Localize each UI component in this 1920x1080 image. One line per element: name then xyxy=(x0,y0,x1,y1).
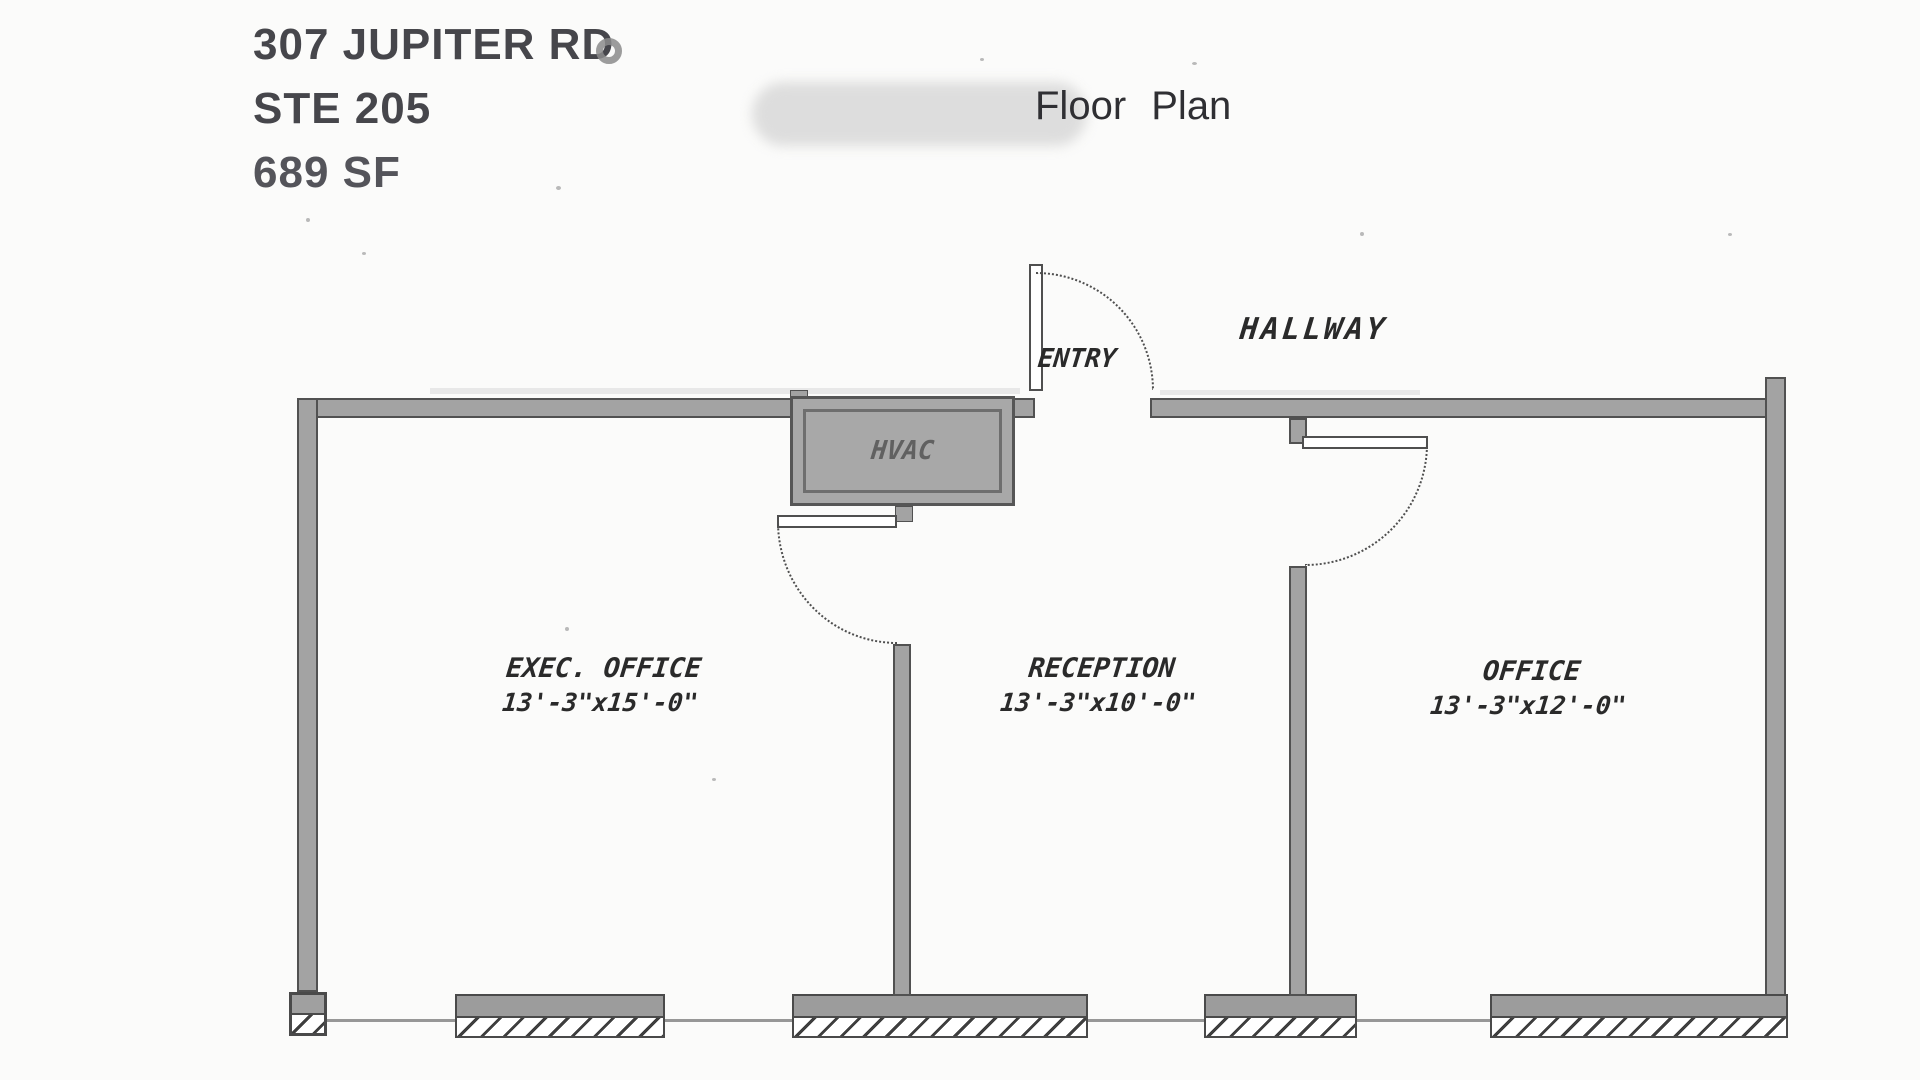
window-sill-office-left xyxy=(1204,994,1357,1038)
sill-hatch xyxy=(457,1018,663,1036)
exec-office-door-swing-arc xyxy=(777,522,897,644)
interior-wall-exec-reception xyxy=(893,644,911,996)
address-line-1: 307 JUPITER RD xyxy=(253,20,615,69)
sill-band xyxy=(794,996,1086,1018)
sill-hatch xyxy=(794,1018,1086,1036)
hvac-closet: HVAC xyxy=(790,396,1015,506)
sill-hatch xyxy=(1492,1018,1786,1036)
hvac-label: HVAC xyxy=(869,436,936,466)
corner-column-block xyxy=(289,992,327,1036)
scan-speck xyxy=(362,252,366,255)
room-label-office: OFFICE 13'-3"x12'-0" xyxy=(1377,655,1684,722)
scan-smudge xyxy=(752,82,1087,146)
window-sill-office-right xyxy=(1490,994,1788,1038)
sill-hatch xyxy=(1206,1018,1355,1036)
scan-speck xyxy=(1192,62,1197,65)
room-dimensions: 13'-3"x15'-0" xyxy=(500,687,700,717)
scan-ghost-line xyxy=(430,388,1020,394)
hvac-door-jamb xyxy=(895,506,913,522)
room-name: OFFICE xyxy=(1481,656,1583,687)
scan-speck xyxy=(556,186,561,190)
window-sill-reception xyxy=(792,994,1088,1038)
room-dimensions: 13'-3"x12'-0" xyxy=(1428,690,1628,720)
sill-band xyxy=(1492,996,1786,1018)
hallway-label: HALLWAY xyxy=(1238,312,1390,347)
area-square-feet: 689 SF xyxy=(253,148,401,197)
window-sill-exec-office xyxy=(455,994,665,1038)
sill-band xyxy=(457,996,663,1018)
sill-band xyxy=(1206,996,1355,1018)
scan-ghost-line xyxy=(1160,390,1420,395)
room-label-reception: RECEPTION 13'-3"x10'-0" xyxy=(947,652,1254,719)
scan-speck xyxy=(1728,233,1732,236)
address-line-2: STE 205 xyxy=(253,84,432,133)
scan-speck xyxy=(712,778,716,781)
entry-label: ENTRY xyxy=(1036,344,1118,374)
scan-speck xyxy=(565,627,569,631)
hvac-inner-outline xyxy=(803,409,1002,493)
room-label-exec-office: EXEC. OFFICE 13'-3"x15'-0" xyxy=(449,652,756,719)
top-wall-right-segment xyxy=(1150,398,1768,418)
interior-wall-reception-office xyxy=(1289,566,1307,996)
page-title: Floor Plan xyxy=(1035,84,1232,128)
scan-speck xyxy=(1360,232,1364,236)
scan-speck xyxy=(306,218,310,222)
office-door-swing-arc xyxy=(1305,444,1428,566)
room-name: RECEPTION xyxy=(1026,653,1177,684)
hole-punch-ring xyxy=(596,38,622,64)
right-wall xyxy=(1765,377,1786,997)
room-name: EXEC. OFFICE xyxy=(504,653,703,684)
room-dimensions: 13'-3"x10'-0" xyxy=(998,687,1198,717)
left-wall xyxy=(297,398,318,992)
scan-speck xyxy=(980,58,984,61)
